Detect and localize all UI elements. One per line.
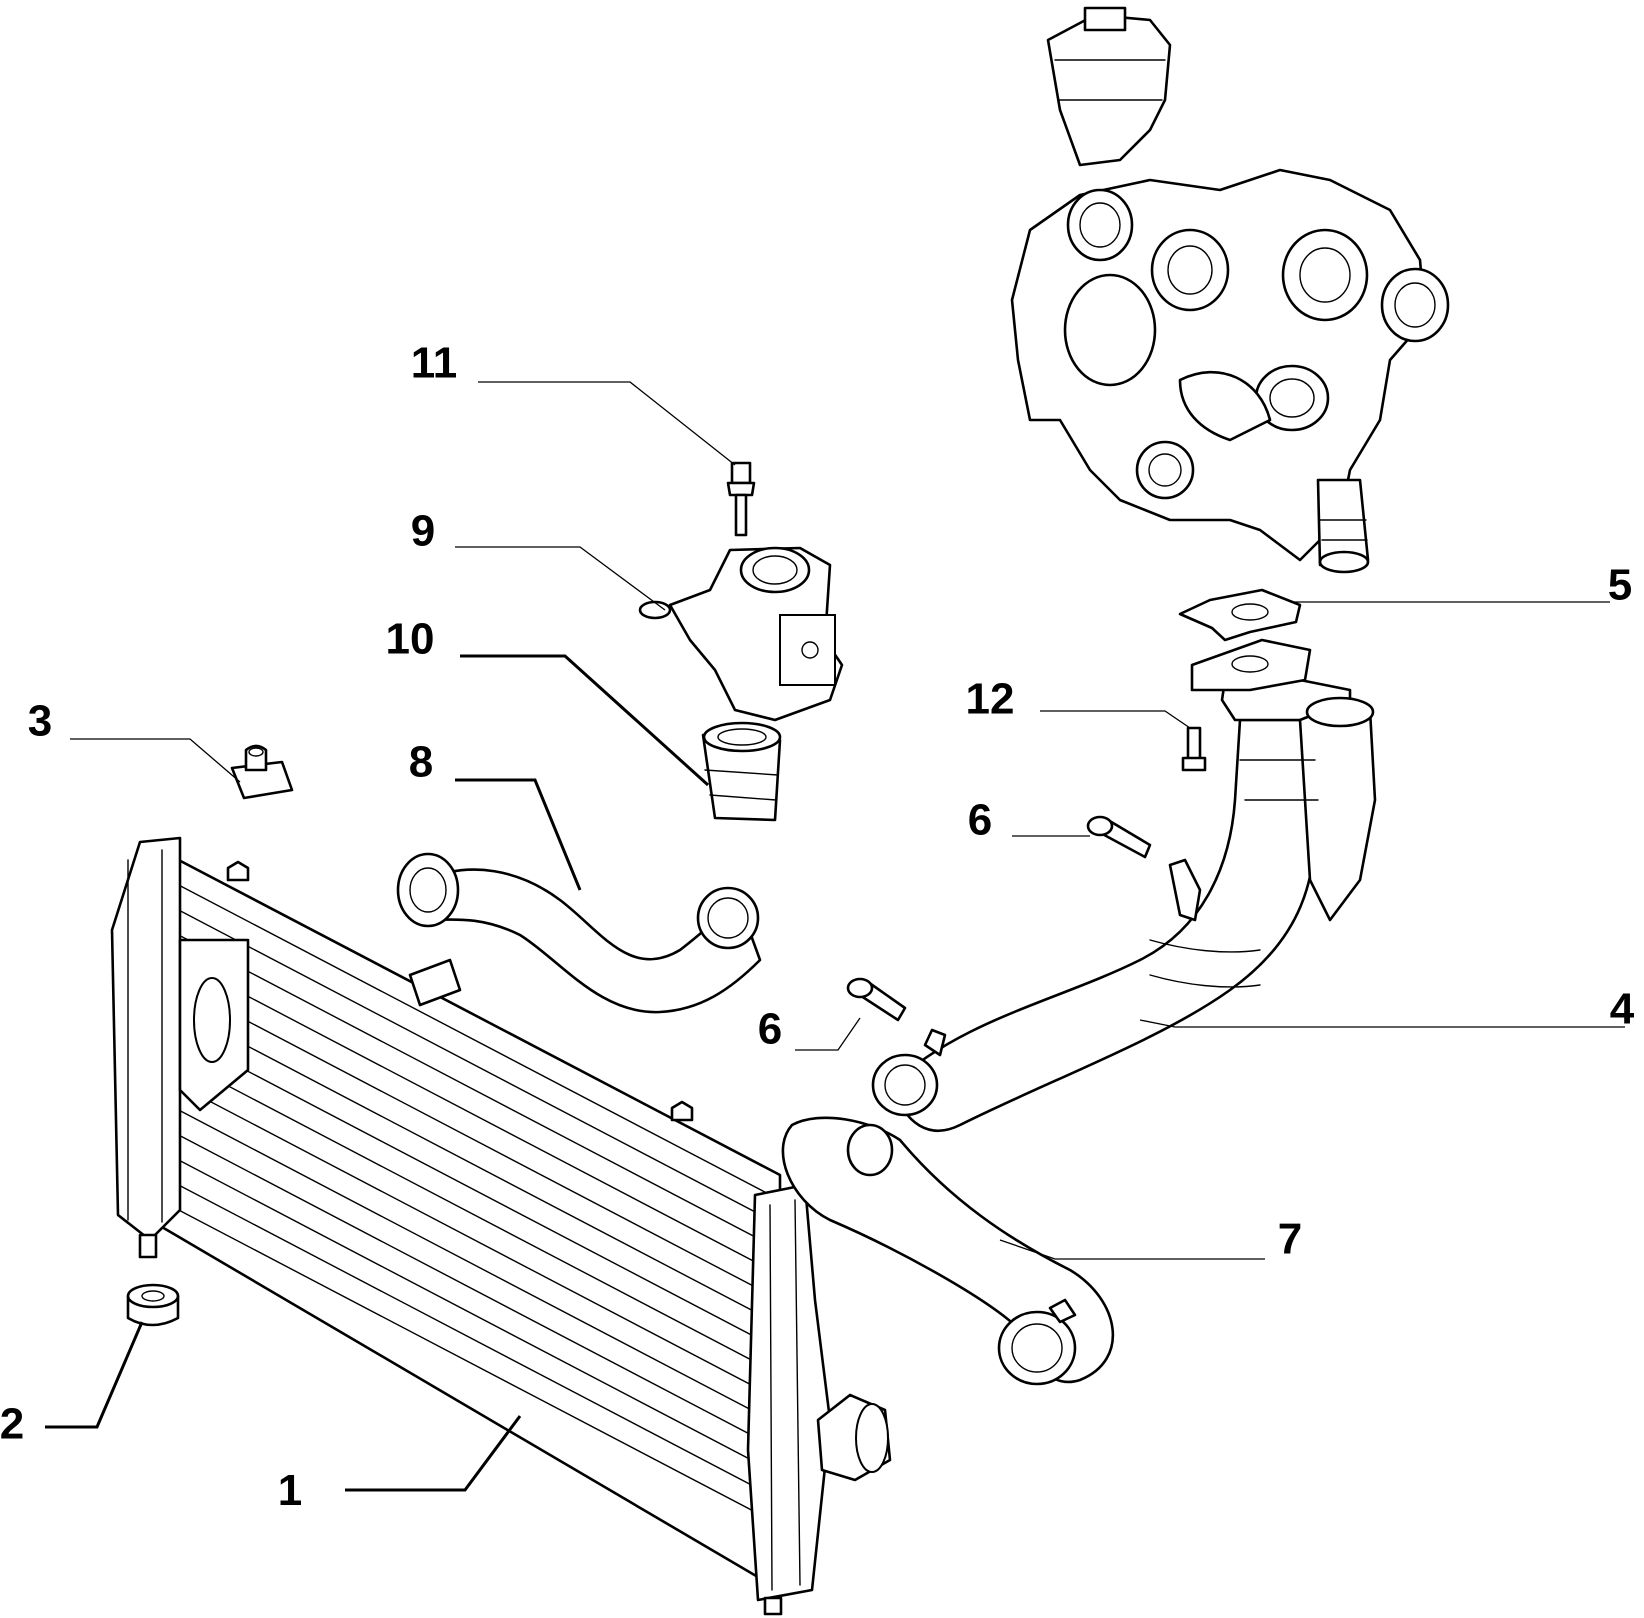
leader-3 — [70, 738, 241, 783]
callout-3: 3 — [28, 697, 52, 746]
callout-2: 2 — [0, 1400, 24, 1449]
hose-connector — [701, 721, 782, 822]
callout-5: 5 — [1608, 561, 1632, 610]
leader-8 — [455, 778, 582, 891]
leader-7 — [999, 1239, 1265, 1260]
intercooler-radiator — [110, 836, 892, 1616]
screw-small — [726, 461, 756, 537]
callout-7: 7 — [1278, 1215, 1302, 1264]
callout-8: 8 — [409, 738, 433, 787]
screw-flange — [1181, 726, 1207, 772]
leader-12 — [1040, 710, 1191, 729]
callout-1: 1 — [278, 1466, 302, 1515]
callout-9: 9 — [411, 507, 435, 556]
lower-intake-hose — [781, 1116, 1115, 1386]
callout-6a: 6 — [968, 796, 992, 845]
throttle-body — [638, 546, 844, 722]
bolt-upper — [1086, 815, 1152, 859]
callout-6b: 6 — [758, 1005, 782, 1054]
leader-lines — [45, 381, 1625, 1492]
clip-bracket — [230, 744, 294, 800]
upper-intake-hose — [396, 852, 762, 1014]
leader-9 — [455, 546, 666, 611]
callout-4: 4 — [1610, 985, 1635, 1034]
turbocharger-assembly — [1010, 6, 1450, 574]
rubber-grommet — [126, 1283, 180, 1327]
leader-2 — [45, 1321, 144, 1429]
callout-12: 12 — [966, 675, 1015, 724]
callouts: 1 2 3 4 5 6 6 7 8 9 10 11 12 — [0, 339, 1635, 1515]
bolt-lower — [846, 977, 907, 1022]
callout-11: 11 — [411, 339, 458, 388]
leader-1 — [345, 1415, 522, 1492]
flange-gasket — [1178, 588, 1302, 642]
leader-4 — [1139, 1019, 1625, 1028]
leader-10 — [460, 654, 710, 787]
leader-11 — [478, 381, 736, 466]
callout-10: 10 — [386, 615, 435, 664]
leader-6b — [795, 1017, 861, 1051]
y-pipe-hose — [871, 638, 1377, 1132]
